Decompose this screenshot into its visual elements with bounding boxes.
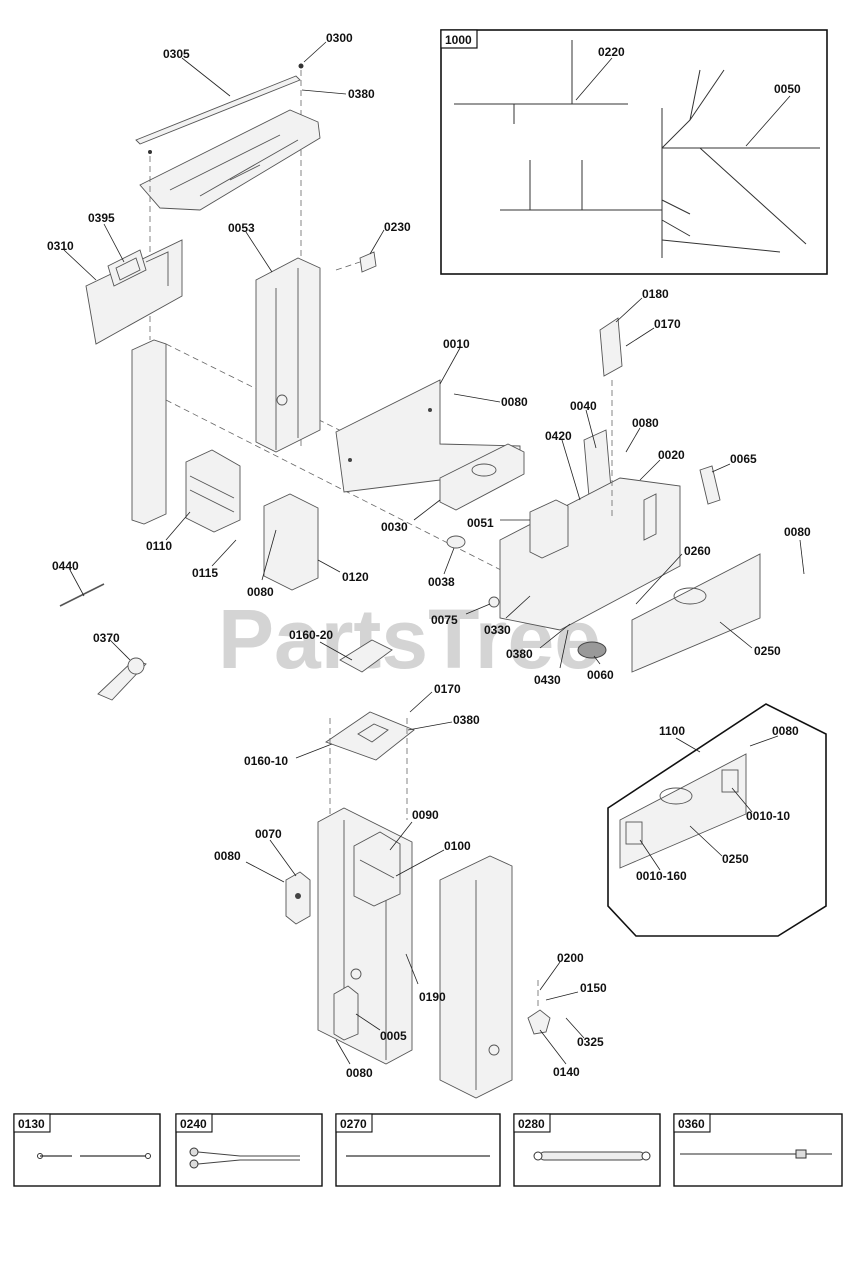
part-0060-gear: [577, 641, 607, 659]
part-0305-strip: [135, 75, 301, 145]
label-0220: 0220: [598, 45, 625, 59]
label-0380-lower: 0380: [453, 713, 480, 727]
label-0050: 0050: [774, 82, 801, 96]
accessory-box-0240: 0240: [175, 1113, 323, 1187]
label-0100: 0100: [444, 839, 471, 853]
label-0300: 0300: [326, 31, 353, 45]
callout-labels: 0305 0300 0380 0395 0310 0053 0230 0010 …: [47, 31, 811, 1080]
label-0170-top: 0170: [654, 317, 681, 331]
label-0080-d: 0080: [784, 525, 811, 539]
part-0005-bracket: [333, 985, 359, 1041]
label-0040: 0040: [570, 399, 597, 413]
label-0325: 0325: [577, 1035, 604, 1049]
label-0090: 0090: [412, 808, 439, 822]
part-0370-strap: [97, 657, 147, 701]
label-0160-20: 0160-20: [289, 628, 333, 642]
lower-frame: [317, 807, 513, 1099]
label-0060: 0060: [587, 668, 614, 682]
harness-wires: [454, 40, 820, 258]
label-0140: 0140: [553, 1065, 580, 1079]
panel-box-title: 1100: [659, 724, 685, 738]
part-0120-cover: [263, 493, 319, 591]
part-0051-box: [529, 499, 569, 559]
label-0310: 0310: [47, 239, 74, 253]
part-0180-latch: [599, 317, 623, 520]
dual-wire-icon: [189, 1147, 300, 1169]
accessory-label-0280: 0280: [518, 1117, 545, 1131]
label-0260: 0260: [684, 544, 711, 558]
label-0030: 0030: [381, 520, 408, 534]
panel-label-0010-160: 0010-160: [636, 869, 687, 883]
accessory-box-0360: 0360: [673, 1113, 843, 1187]
cable-icon: [37, 1153, 151, 1159]
part-0070-switch: [285, 871, 311, 925]
accessory-label-0270: 0270: [340, 1117, 367, 1131]
label-0180: 0180: [642, 287, 669, 301]
panel-detail-box: 1100 0080 0010-10 0250 0010-160: [607, 703, 827, 937]
label-0115: 0115: [192, 566, 218, 580]
part-0100-board: [353, 831, 401, 907]
label-0005: 0005: [380, 1029, 407, 1043]
label-0080-e: 0080: [214, 849, 241, 863]
label-0080-a: 0080: [501, 395, 528, 409]
accessory-box-0130: 0130: [13, 1113, 161, 1187]
label-0200: 0200: [557, 951, 584, 965]
part-0053-upright: [255, 257, 321, 453]
part-0030-bracket: [439, 443, 525, 511]
accessory-box-0280: 0280: [513, 1113, 661, 1187]
label-0190: 0190: [419, 990, 446, 1004]
label-0440: 0440: [52, 559, 79, 573]
part-0310-panel: [85, 239, 183, 345]
label-0370: 0370: [93, 631, 120, 645]
label-0160-10: 0160-10: [244, 754, 288, 768]
part-0440-rod: [59, 583, 105, 607]
accessory-box-0270: 0270: [335, 1113, 501, 1187]
panel-label-0250: 0250: [722, 852, 749, 866]
part-0230-clip: [335, 251, 377, 273]
accessory-label-0360: 0360: [678, 1117, 705, 1131]
label-0080-c: 0080: [247, 585, 274, 599]
label-0150: 0150: [580, 981, 607, 995]
part-0075-bushing: [488, 596, 500, 608]
part-0160-20-pad: [339, 639, 393, 673]
panel-label-0010-10: 0010-10: [746, 809, 790, 823]
label-0053: 0053: [228, 221, 255, 235]
label-0120: 0120: [342, 570, 369, 584]
harness-detail-box: 1000 0220 0050: [440, 29, 828, 275]
part-0065-strip: [699, 465, 721, 505]
label-0051: 0051: [467, 516, 494, 530]
label-0395: 0395: [88, 211, 115, 225]
label-0230: 0230: [384, 220, 411, 234]
battery-strap-icon: [533, 1151, 651, 1161]
label-0075: 0075: [431, 613, 458, 627]
accessory-label-0240: 0240: [180, 1117, 207, 1131]
label-0080-f: 0080: [346, 1066, 373, 1080]
label-0380-mid: 0380: [506, 647, 533, 661]
harness-box-title: 1000: [445, 33, 472, 47]
label-0038: 0038: [428, 575, 455, 589]
label-0330: 0330: [484, 623, 511, 637]
label-0080-b: 0080: [632, 416, 659, 430]
label-0070: 0070: [255, 827, 282, 841]
label-0110: 0110: [146, 539, 172, 553]
label-0380-top: 0380: [348, 87, 375, 101]
part-0038-knob: [446, 535, 466, 549]
panel-label-0080: 0080: [772, 724, 799, 738]
wire-with-connector-icon: [680, 1149, 832, 1159]
part-0140-sensor: [527, 980, 551, 1035]
label-0010: 0010: [443, 337, 470, 351]
label-0250: 0250: [754, 644, 781, 658]
part-0250-cover: [631, 553, 761, 673]
part-0110-controller: [185, 449, 241, 533]
part-0020-tray: [499, 477, 681, 631]
label-0170-lower: 0170: [434, 682, 461, 696]
part-0395-grommet: [107, 249, 147, 287]
label-0305: 0305: [163, 47, 190, 61]
accessory-label-0130: 0130: [18, 1117, 45, 1131]
label-0065: 0065: [730, 452, 757, 466]
label-0420: 0420: [545, 429, 572, 443]
label-0430: 0430: [534, 673, 561, 687]
label-0020: 0020: [658, 448, 685, 462]
